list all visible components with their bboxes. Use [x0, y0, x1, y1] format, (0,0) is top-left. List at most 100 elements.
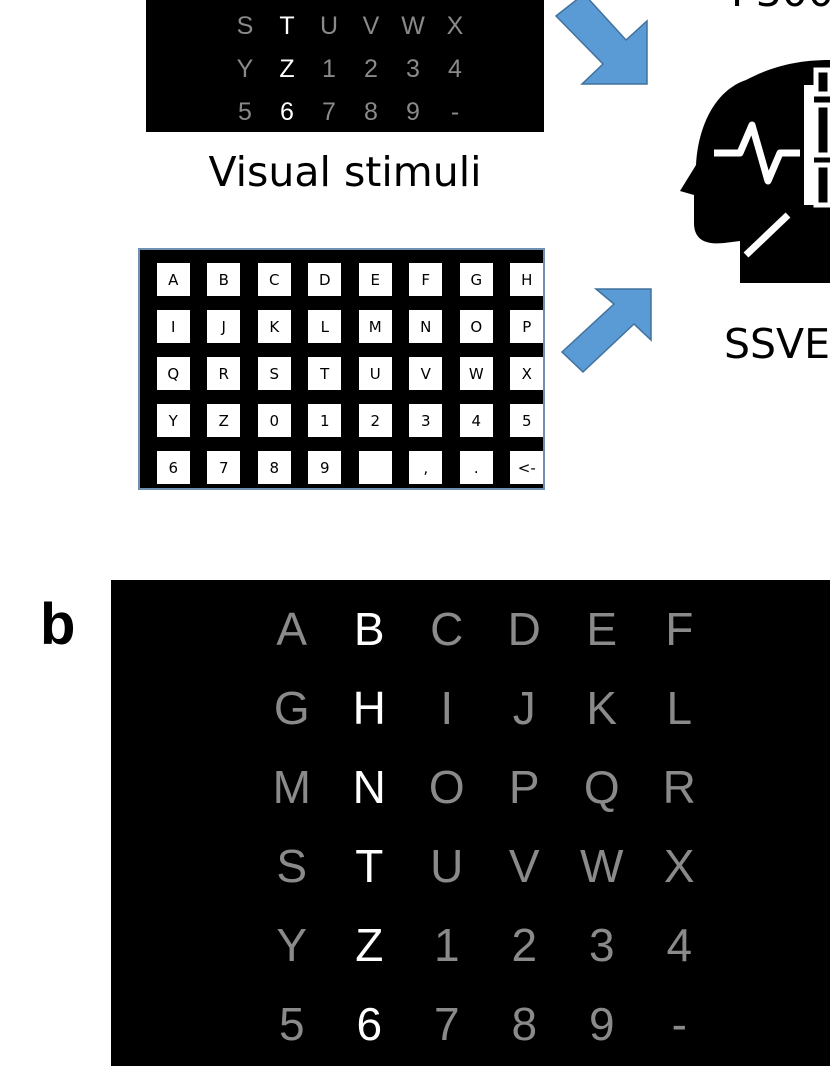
ssvep-cropped-label: SSVEP [724, 320, 830, 368]
keyboard-key: T [308, 357, 342, 390]
ssvep-key-cell-r0-c6: G [451, 256, 502, 303]
panel-b-cell-r2-c5: R [662, 760, 696, 813]
panel-b-label: b [40, 592, 76, 657]
ssvep-key-cell-r4-c0: 6 [148, 444, 199, 491]
top-speller-cell-r0-c5: X [446, 12, 464, 40]
panel-b-cell-r0-c0: A [276, 602, 308, 655]
keyboard-key: Z [207, 404, 241, 437]
panel-b-cell-r2-c1: N [352, 760, 386, 813]
panel-b-cell-r0-c2: C [430, 602, 464, 655]
ssvep-key-cell-r0-c7: H [502, 256, 553, 303]
ssvep-key-cell-r0-c4: E [350, 256, 401, 303]
panel-b-cell-r0-c3: D [507, 602, 541, 655]
top-speller-cell-r1-c5: 4 [448, 55, 462, 83]
keyboard-key: B [207, 263, 241, 296]
ssvep-key-cell-r3-c3: 1 [300, 397, 351, 444]
top-speller-cell-r2-c0: 5 [238, 98, 252, 126]
ssvep-key-cell-r4-c4 [350, 444, 401, 491]
keyboard-key: 5 [510, 404, 544, 437]
ssvep-key-cell-r0-c0: A [148, 256, 199, 303]
top-speller-cell-r0-c3: V [362, 12, 380, 40]
p300-cropped-label: P300 [731, 0, 830, 16]
panel-b-cell-r4-c5: 4 [666, 918, 693, 971]
top-speller-cell-r0-c0: S [236, 12, 254, 40]
panel-b-cell-r4-c1: Z [355, 918, 384, 971]
keyboard-key: P [510, 310, 544, 343]
ssvep-key-cell-r1-c7: P [502, 303, 553, 350]
keyboard-key: 9 [308, 451, 342, 484]
panel-b-cell-r3-c0: S [276, 839, 308, 892]
panel-b-cell-r3-c1: T [355, 839, 384, 892]
keyboard-key: C [257, 263, 291, 296]
panel-b-cell-r5-c2: 7 [433, 997, 460, 1050]
ssvep-key-cell-r1-c4: M [350, 303, 401, 350]
keyboard-key: A [156, 263, 190, 296]
keyboard-key: 7 [207, 451, 241, 484]
keyboard-key: 1 [308, 404, 342, 437]
keyboard-key: 0 [257, 404, 291, 437]
head-with-brain-signal-icon [680, 60, 830, 283]
ssvep-key-cell-r1-c1: J [199, 303, 250, 350]
keyboard-key: K [257, 310, 291, 343]
ssvep-key-cell-r2-c6: W [451, 350, 502, 397]
ssvep-key-cell-r3-c0: Y [148, 397, 199, 444]
keyboard-key: W [459, 357, 493, 390]
keyboard-key: G [459, 263, 493, 296]
panel-b-cell-r2-c3: P [508, 760, 540, 813]
keyboard-key: I [156, 310, 190, 343]
ssvep-key-cell-r3-c2: 0 [249, 397, 300, 444]
keyboard-key: S [257, 357, 291, 390]
top-speller-cell-r0-c2: U [319, 12, 339, 40]
keyboard-key: Q [156, 357, 190, 390]
ssvep-key-cell-r4-c2: 8 [249, 444, 300, 491]
ssvep-key-cell-r1-c3: L [300, 303, 351, 350]
arrow-icon [560, 288, 652, 374]
ssvep-key-cell-r1-c6: O [451, 303, 502, 350]
panel-b-cell-r3-c2: U [430, 839, 464, 892]
ssvep-key-cell-r0-c2: C [249, 256, 300, 303]
ssvep-key-cell-r2-c3: T [300, 350, 351, 397]
top-speller-cell-r2-c3: 8 [364, 98, 378, 126]
panel-b-cell-r5-c4: 9 [588, 997, 615, 1050]
ssvep-key-cell-r2-c4: U [350, 350, 401, 397]
ssvep-key-cell-r2-c2: S [249, 350, 300, 397]
panel-b-cell-r5-c1: 6 [356, 997, 383, 1050]
keyboard-key: E [358, 263, 392, 296]
keyboard-key: V [409, 357, 443, 390]
keyboard-key: R [207, 357, 241, 390]
panel-b-cell-r0-c1: B [353, 602, 385, 655]
panel-b-cell-r4-c0: Y [276, 918, 308, 971]
ssvep-key-cell-r4-c5: , [401, 444, 452, 491]
keyboard-key: O [459, 310, 493, 343]
panel-b-cell-r1-c2: I [440, 681, 454, 734]
ssvep-key-cell-r4-c6: . [451, 444, 502, 491]
top-speller-cell-r2-c5: - [450, 98, 460, 126]
ssvep-key-cell-r3-c1: Z [199, 397, 250, 444]
ssvep-key-cell-r3-c5: 3 [401, 397, 452, 444]
panel-b-cell-r4-c2: 1 [433, 918, 460, 971]
top-speller-cell-r0-c1: T [279, 12, 295, 40]
top-speller-cell-r2-c1: 6 [280, 98, 294, 126]
keyboard-key: 2 [358, 404, 392, 437]
ssvep-key-cell-r2-c1: R [199, 350, 250, 397]
panel-b-cell-r1-c0: G [273, 681, 310, 734]
panel-b-cell-r0-c4: E [586, 602, 618, 655]
keyboard-key: M [358, 310, 392, 343]
ssvep-key-cell-r0-c5: F [401, 256, 452, 303]
panel-b-cell-r5-c3: 8 [511, 997, 538, 1050]
top-speller-cell-r0-c4: W [401, 12, 425, 40]
ssvep-key-cell-r2-c7: X [502, 350, 553, 397]
keyboard-key: . [459, 451, 493, 484]
ssvep-key-cell-r1-c2: K [249, 303, 300, 350]
ssvep-key-cell-r4-c7: <- [502, 444, 553, 491]
top-speller-cell-r1-c3: 2 [364, 55, 378, 83]
ssvep-key-cell-r3-c7: 5 [502, 397, 553, 444]
panel-b-cell-r3-c5: X [663, 839, 695, 892]
panel-b-cell-r1-c5: L [666, 681, 693, 734]
keyboard-key: 3 [409, 404, 443, 437]
keyboard-key: 6 [156, 451, 190, 484]
